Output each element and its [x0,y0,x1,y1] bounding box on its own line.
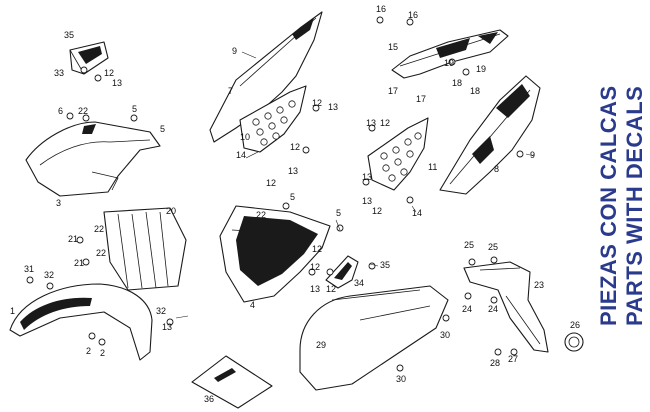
title-english: PARTS WITH DECALS [622,85,647,327]
callout-13: 13 [310,284,320,294]
title-spanish: PIEZAS CON CALCAS [596,85,621,327]
callout-22: 22 [96,248,106,258]
leader-lines [175,51,535,319]
callout-3: 3 [56,198,61,208]
callout-15: 15 [388,42,398,52]
part-23-rear-bracket [463,261,549,353]
callout-11: 11 [428,162,437,172]
callout-5: 5 [336,208,341,218]
callout-32: 32 [156,306,166,316]
callout-24: 24 [488,304,498,314]
part-1-front-fender [9,283,153,361]
callout-25: 25 [488,242,498,252]
callout-31: 31 [24,264,34,274]
callout-17: 17 [388,86,398,96]
callout-12: 12 [312,244,322,254]
callout-9: 9 [530,150,535,160]
callout-36: 36 [204,394,214,404]
callout-29: 29 [316,340,326,350]
callout-35: 35 [380,260,390,270]
part-20-radiator-insert [103,207,187,291]
part-26-cap [564,332,584,352]
part-7-side-cover [209,11,323,143]
part-29-rear-fender [299,285,449,391]
callout-10: 10 [240,132,250,142]
callout-30: 30 [440,330,450,340]
callout-13: 13 [362,172,372,182]
callout-23: 23 [534,280,544,290]
callout-12: 12 [372,206,382,216]
callout-33: 33 [54,68,64,78]
part-33-bracket [69,41,109,75]
part-3-front-plate [25,121,161,197]
callout-24: 24 [462,304,472,314]
callout-22: 22 [256,210,266,220]
callout-13: 13 [328,102,338,112]
callout-22: 22 [94,224,104,234]
callout-13: 13 [288,166,298,176]
callout-5: 5 [290,192,295,202]
callout-13: 13 [366,118,376,128]
callout-12: 12 [380,118,390,128]
callout-20: 20 [166,206,176,216]
callout-18: 18 [470,86,480,96]
callout-2: 2 [86,346,91,356]
callout-18: 18 [452,78,462,88]
callout-13: 13 [162,322,172,332]
callout-labels: 35 33 12 13 6 22 5 5 3 9 7 10 14 12 13 1… [10,4,580,404]
callout-7: 7 [228,86,233,96]
callout-14: 14 [412,208,422,218]
callout-5: 5 [132,104,137,114]
callout-12: 12 [266,178,276,188]
callout-12: 12 [310,262,320,272]
callout-4: 4 [250,300,255,310]
callout-12: 12 [326,284,336,294]
callout-19: 19 [476,64,486,74]
part-4-shroud-decal [219,205,331,303]
callout-35: 35 [64,30,74,40]
part-11-grille-panel [367,117,429,191]
callout-6: 6 [58,106,63,116]
callout-12: 12 [104,68,114,78]
callout-21: 21 [68,234,78,244]
callout-30: 30 [396,374,406,384]
callout-26: 26 [570,320,580,330]
callout-32: 32 [44,270,54,280]
callout-1: 1 [10,306,15,316]
part-10-grille-panel [239,85,307,153]
callout-13: 13 [112,78,122,88]
callout-5: 5 [160,124,165,134]
part-8-side-cover [439,75,541,195]
callout-28: 28 [490,358,500,368]
callout-17: 17 [416,94,426,104]
callout-9: 9 [232,46,237,56]
part-36-decal-sheet [191,355,273,409]
callout-34: 34 [354,278,364,288]
callout-12: 12 [290,142,300,152]
callout-16: 16 [376,4,386,14]
callout-25: 25 [464,240,474,250]
callout-27: 27 [508,354,518,364]
callout-8: 8 [494,164,499,174]
callout-12: 12 [312,98,322,108]
callout-21: 21 [74,258,84,268]
callout-19: 19 [444,58,454,68]
callout-2: 2 [100,348,105,358]
fasteners [26,16,524,372]
callout-16: 16 [408,10,418,20]
callout-13: 13 [362,196,372,206]
part-34-small-cover [325,255,359,289]
callout-22: 22 [78,106,88,116]
part-15-rear-cowl [391,29,509,79]
callout-14: 14 [236,150,246,160]
